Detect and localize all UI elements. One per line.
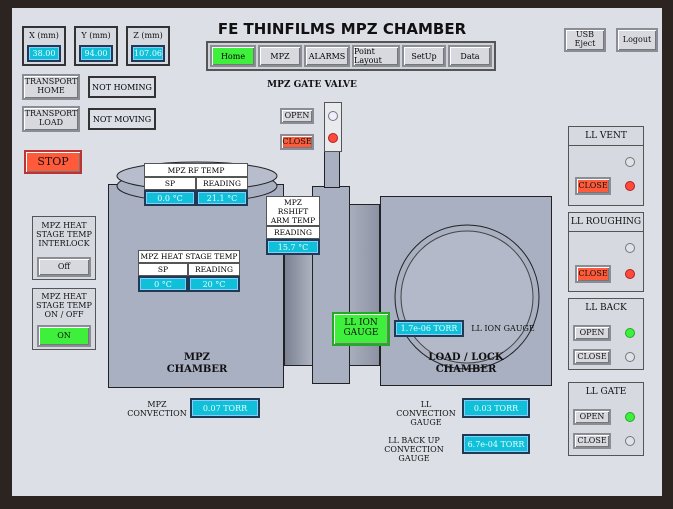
tab-point-layout[interactable]: Point Layout (352, 45, 400, 67)
ll-backup-value: 6.7e-04 TORR (462, 434, 530, 454)
axis-value-x: 38.00 (27, 45, 61, 62)
rshift-temp-reading-label: READING (266, 226, 320, 239)
transport-load-button[interactable]: TRANSPORT LOAD (22, 106, 80, 132)
ll-gate-close-led (625, 436, 635, 446)
heat-stage-sp-label: SP (138, 263, 188, 276)
ll-back-open-led (625, 328, 635, 338)
gate-valve-close-led (328, 133, 338, 143)
ll-convection-label: LL CONVECTION GAUGE (396, 400, 456, 428)
mpz-chamber-label: MPZ CHAMBER (166, 352, 228, 375)
axis-value-y: 94.00 (79, 45, 113, 62)
ll-back-close-button[interactable]: CLOSE (573, 349, 611, 365)
ll-back-panel: LL BACK OPEN CLOSE (568, 298, 644, 370)
ll-vent-title: LL VENT (585, 131, 627, 141)
logout-button[interactable]: Logout (616, 28, 658, 52)
heat-interlock-panel: MPZ HEAT STAGE TEMP INTERLOCK Off (32, 216, 96, 280)
load-lock-door (394, 224, 540, 370)
ll-roughing-divider (569, 231, 643, 232)
load-lock-chamber-label: LOAD / LOCK CHAMBER (428, 352, 504, 375)
axis-value-z: 107.06 (131, 45, 165, 62)
ll-gate-close-button[interactable]: CLOSE (573, 433, 611, 449)
heat-interlock-label: MPZ HEAT STAGE TEMP INTERLOCK (36, 221, 92, 249)
ll-roughing-panel: LL ROUGHING CLOSE (568, 212, 644, 292)
stop-button[interactable]: STOP (24, 150, 82, 174)
tab-data[interactable]: Data (448, 45, 492, 67)
heat-onoff-toggle[interactable]: ON (37, 325, 91, 347)
axis-readout-z: Z (mm) 107.06 (126, 26, 170, 66)
hmi-screen: FE THINFILMS MPZ CHAMBER SYSTEM X (mm) 3… (12, 8, 662, 496)
ll-vent-divider (569, 145, 643, 146)
ll-gate-panel: LL GATE OPEN CLOSE (568, 382, 644, 456)
heat-interlock-toggle[interactable]: Off (37, 257, 91, 277)
heat-stage-reading-label: READING (188, 263, 240, 276)
ll-vent-close-led (625, 181, 635, 191)
rf-temp-reading-label: READING (196, 177, 248, 190)
gate-valve-open-led (328, 111, 338, 121)
ll-roughing-close-button[interactable]: CLOSE (575, 265, 611, 283)
ll-vent-open-led (625, 157, 635, 167)
gate-valve-indicator-panel (324, 102, 342, 152)
gate-valve-close-button[interactable]: CLOSE (280, 134, 314, 150)
rf-temp-reading-value: 21.1 °C (196, 190, 248, 206)
axis-readout-y: Y (mm) 94.00 (74, 26, 118, 66)
axis-label-z: Z (mm) (133, 31, 163, 40)
ll-roughing-close-led (625, 269, 635, 279)
tab-home[interactable]: Home (210, 45, 256, 67)
heat-stage-sp-value: 0 °C (138, 276, 188, 292)
ll-roughing-open-led (625, 243, 635, 253)
ll-gate-open-button[interactable]: OPEN (573, 409, 611, 425)
ll-backup-label: LL BACK UP CONVECTION GAUGE (384, 436, 444, 464)
transport-home-button[interactable]: TRANSPORT HOME (22, 74, 80, 100)
ll-gate-title: LL GATE (585, 387, 627, 397)
tab-mpz[interactable]: MPZ (258, 45, 302, 67)
mpz-convection-value: 0.07 TORR (190, 398, 260, 418)
gate-valve-title: MPZ GATE VALVE (267, 80, 357, 90)
transport-load-status: NOT MOVING (88, 108, 156, 130)
ll-gate-open-led (625, 412, 635, 422)
ll-vent-close-button[interactable]: CLOSE (575, 177, 611, 195)
ll-ion-gauge-button[interactable]: LL ION GAUGE (332, 312, 390, 346)
gate-valve-body (312, 186, 350, 384)
transport-home-status: NOT HOMING (88, 76, 156, 98)
ll-vent-panel: LL VENT CLOSE (568, 126, 644, 206)
ll-convection-value: 0.03 TORR (462, 398, 530, 418)
heat-stage-reading-value: 20 °C (188, 276, 240, 292)
rshift-temp-title: MPZ RSHIFT ARM TEMP (266, 196, 320, 226)
mpz-convection-label: MPZ CONVECTION (127, 400, 187, 419)
axis-label-y: Y (mm) (81, 31, 111, 40)
rf-temp-sp-label: SP (144, 177, 196, 190)
heat-stage-temp-title: MPZ HEAT STAGE TEMP (138, 250, 240, 263)
rf-temp-title: MPZ RF TEMP (144, 163, 248, 177)
tab-setup[interactable]: SetUp (402, 45, 446, 67)
ll-back-open-button[interactable]: OPEN (573, 325, 611, 341)
ll-roughing-title: LL ROUGHING (570, 217, 642, 227)
heat-onoff-label: MPZ HEAT STAGE TEMP ON / OFF (36, 292, 92, 320)
tab-alarms[interactable]: ALARMS (304, 45, 350, 67)
rf-temp-sp-value: 0.0 °C (144, 190, 196, 206)
gate-valve-open-button[interactable]: OPEN (280, 108, 314, 124)
ll-back-close-led (625, 352, 635, 362)
heat-onoff-panel: MPZ HEAT STAGE TEMP ON / OFF ON (32, 288, 96, 350)
axis-label-x: X (mm) (29, 31, 59, 40)
rshift-temp-reading-value: 15.7 °C (266, 239, 320, 255)
ll-back-title: LL BACK (585, 303, 627, 313)
usb-eject-button[interactable]: USB Eject (564, 28, 606, 52)
ll-ion-gauge-value: 1.7e-06 TORR (394, 320, 464, 337)
ll-ion-gauge-label: LL ION GAUGE (471, 324, 535, 333)
axis-readout-x: X (mm) 38.00 (22, 26, 66, 66)
